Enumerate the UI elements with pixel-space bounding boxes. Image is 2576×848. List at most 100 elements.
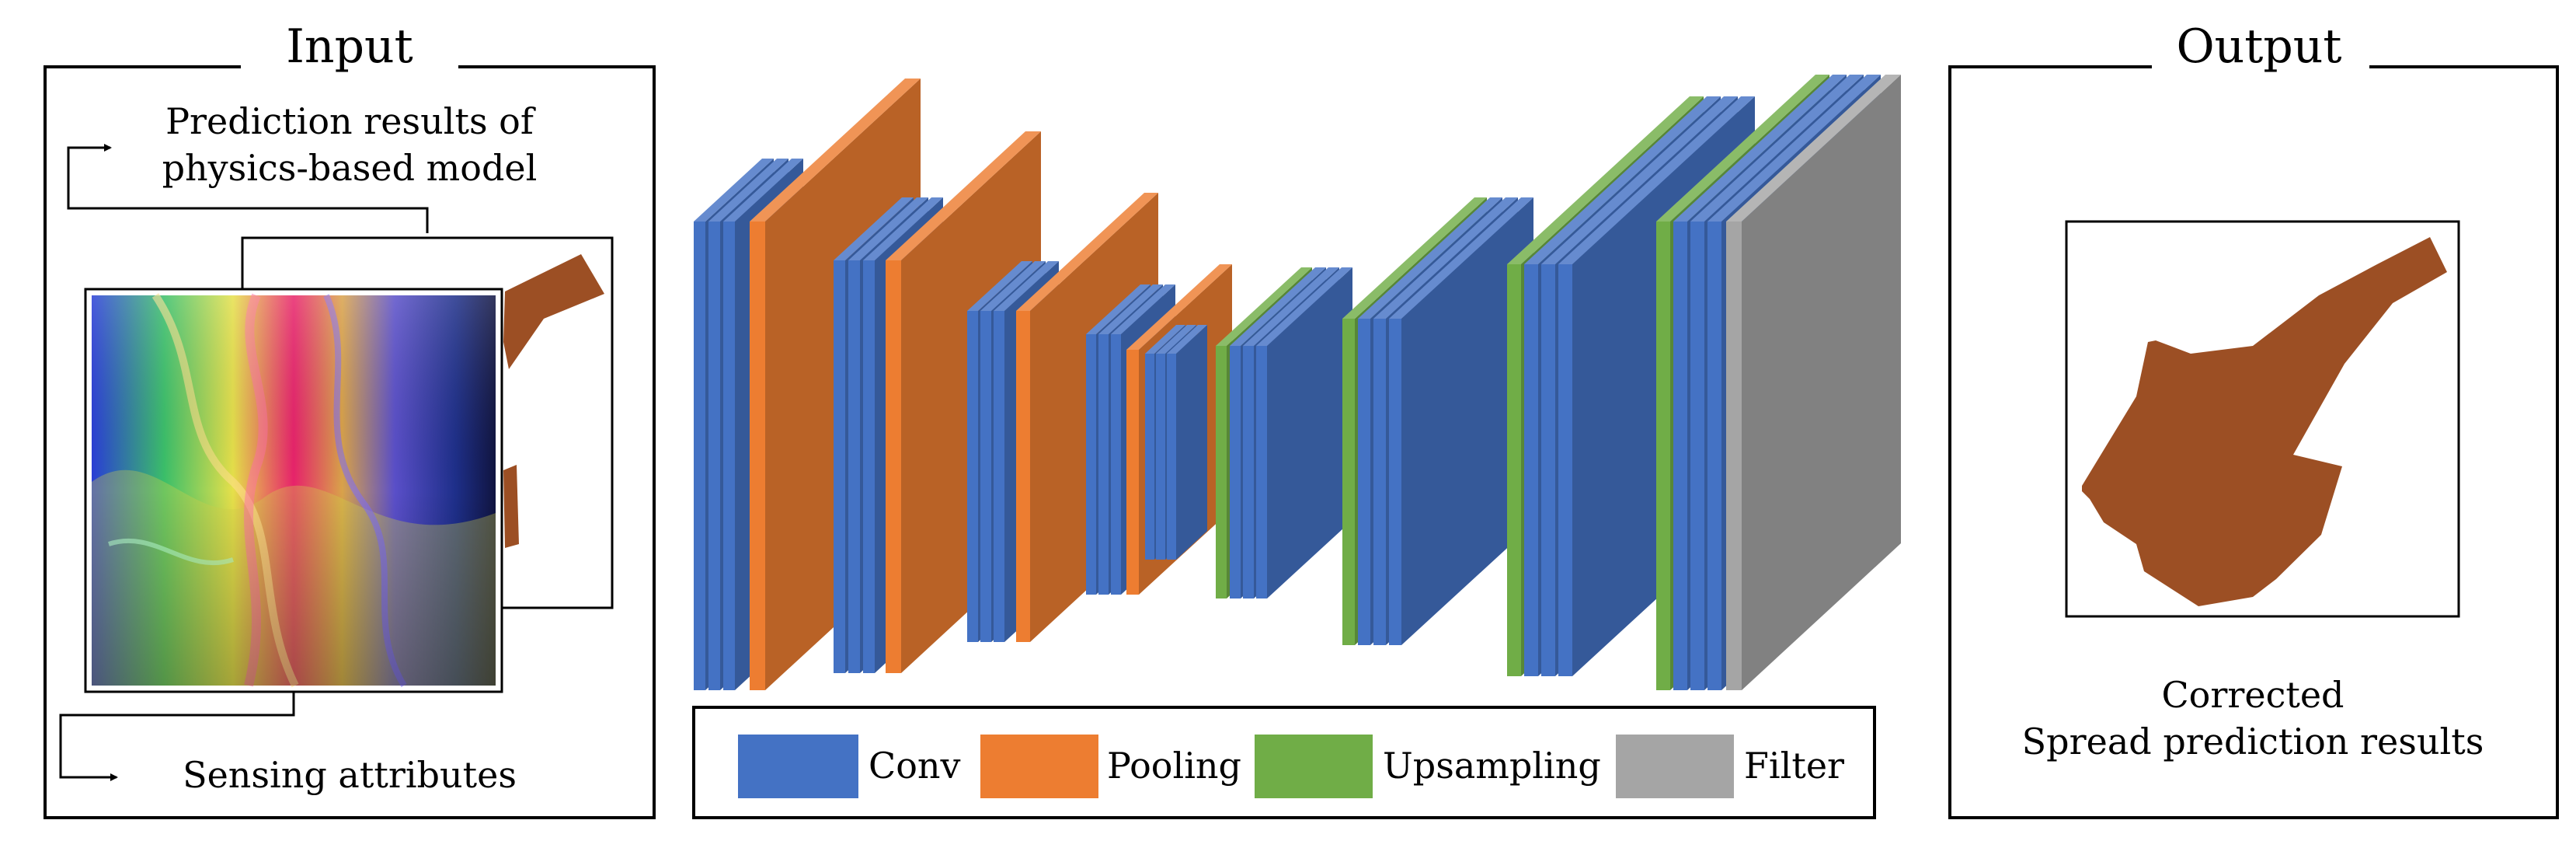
conv-layer-top xyxy=(834,197,914,260)
pooling-layer-top xyxy=(1126,264,1232,350)
conv-layer-top xyxy=(967,261,1032,311)
conv-layer-top xyxy=(1541,96,1738,264)
conv-layer-top xyxy=(1256,267,1352,346)
sensing-attributes-label: Sensing attributes xyxy=(183,754,517,796)
conv-layer-top xyxy=(1086,284,1150,334)
conv-layer-front xyxy=(1086,334,1096,595)
conv-layer-block xyxy=(1256,267,1352,598)
conv-layer-front xyxy=(834,260,845,673)
pooling-layer-top xyxy=(886,131,1041,260)
input-panel-frame xyxy=(44,65,656,819)
legend-swatch-pooling xyxy=(980,735,1098,798)
conv-layer-top xyxy=(1145,325,1185,354)
conv-layer-front xyxy=(1230,346,1241,598)
upsampling-layer-top xyxy=(1507,96,1704,264)
upsampling-layer-top xyxy=(1656,75,1829,222)
conv-layer-top xyxy=(848,197,928,260)
conv-layer-front xyxy=(694,222,705,690)
sensing-connector-arrow xyxy=(59,692,295,781)
legend-label-conv: Conv xyxy=(869,745,961,787)
legend-swatch-filter xyxy=(1616,735,1734,798)
conv-layer-front xyxy=(980,311,991,642)
conv-layer-top xyxy=(1358,197,1502,319)
prediction-burn-shape-lower xyxy=(503,465,519,548)
pooling-layer-top xyxy=(750,79,921,222)
filter-layer-side xyxy=(1742,75,1901,690)
conv-layer-top xyxy=(1230,267,1326,346)
legend: Conv Pooling Upsampling Filter xyxy=(692,706,1876,819)
conv-layer-front xyxy=(1707,222,1721,690)
conv-layer-top xyxy=(1156,325,1196,354)
upsampling-layer-top xyxy=(1216,267,1312,346)
legend-label-pooling: Pooling xyxy=(1107,745,1241,787)
prediction-connector-arrow xyxy=(67,144,429,233)
conv-layer-top xyxy=(1389,197,1533,319)
pooling-layer-front xyxy=(1126,350,1139,595)
conv-layer-block xyxy=(1167,325,1207,560)
legend-label-filter: Filter xyxy=(1744,745,1844,787)
output-panel-title: Output xyxy=(2176,19,2341,74)
conv-layer-top xyxy=(1167,325,1207,354)
sensing-attributes-image xyxy=(84,288,503,693)
conv-layer-top xyxy=(1373,197,1518,319)
conv-layer-front xyxy=(848,260,860,673)
prediction-burn-shape xyxy=(503,254,604,369)
conv-layer-top xyxy=(863,197,943,260)
conv-layer-front xyxy=(1145,354,1154,560)
prediction-label-line1: Prediction results of xyxy=(165,100,536,142)
conv-layer-front xyxy=(1541,264,1555,676)
conv-layer-front xyxy=(1524,264,1538,676)
prediction-label-line2: physics-based model xyxy=(162,147,538,189)
network-layers xyxy=(694,75,1901,690)
conv-layer-side xyxy=(1401,197,1533,645)
conv-layer-top xyxy=(1243,267,1339,346)
conv-layer-front xyxy=(723,222,735,690)
conv-layer-front xyxy=(994,311,1004,642)
legend-swatch-upsampling xyxy=(1255,735,1373,798)
conv-layer-front xyxy=(863,260,875,673)
conv-layer-top xyxy=(980,261,1046,311)
conv-layer-top xyxy=(1558,96,1755,264)
conv-layer-top xyxy=(1690,75,1864,222)
filter-layer-front xyxy=(1726,222,1742,690)
legend-label-upsampling: Upsampling xyxy=(1383,745,1601,787)
upsampling-layer-front xyxy=(1507,264,1521,676)
conv-layer-front xyxy=(1156,354,1165,560)
pooling-layer-front xyxy=(750,222,765,690)
conv-layer-side xyxy=(1267,267,1352,598)
conv-layer-top xyxy=(1098,284,1163,334)
conv-layer-front xyxy=(1673,222,1687,690)
legend-swatch-conv xyxy=(738,735,858,798)
filter-layer-top xyxy=(1726,75,1901,222)
conv-layer-front xyxy=(1167,354,1176,560)
pooling-layer-front xyxy=(886,260,901,673)
input-panel-title: Input xyxy=(286,19,413,74)
conv-layer-front xyxy=(1098,334,1109,595)
pooling-layer-top xyxy=(1016,193,1158,311)
output-panel-frame xyxy=(1948,65,2559,819)
conv-layer-top xyxy=(1111,284,1175,334)
pooling-layer-front xyxy=(1016,311,1030,642)
conv-layer-side xyxy=(1176,325,1207,560)
upsampling-layer-front xyxy=(1216,346,1227,598)
output-panel: Output Corrected Spread prediction resul… xyxy=(1948,19,2559,819)
upsampling-layer-front xyxy=(1656,222,1670,690)
conv-layer-front xyxy=(1243,346,1254,598)
filter-layer-block xyxy=(1726,75,1901,690)
conv-layer-top xyxy=(1673,75,1847,222)
conv-layer-block xyxy=(1389,197,1533,645)
conv-layer-top xyxy=(708,159,788,222)
upsampling-layer-front xyxy=(1342,319,1355,645)
conv-layer-top xyxy=(994,261,1059,311)
input-panel: Input Prediction results of physics-base… xyxy=(44,19,656,819)
conv-layer-top xyxy=(723,159,803,222)
conv-layer-front xyxy=(1389,319,1401,645)
conv-layer-front xyxy=(1256,346,1267,598)
conv-layer-top xyxy=(1707,75,1881,222)
conv-layer-top xyxy=(694,159,774,222)
conv-layer-front xyxy=(708,222,720,690)
output-result-label-line2: Spread prediction results xyxy=(2022,721,2484,763)
conv-layer-front xyxy=(1358,319,1370,645)
